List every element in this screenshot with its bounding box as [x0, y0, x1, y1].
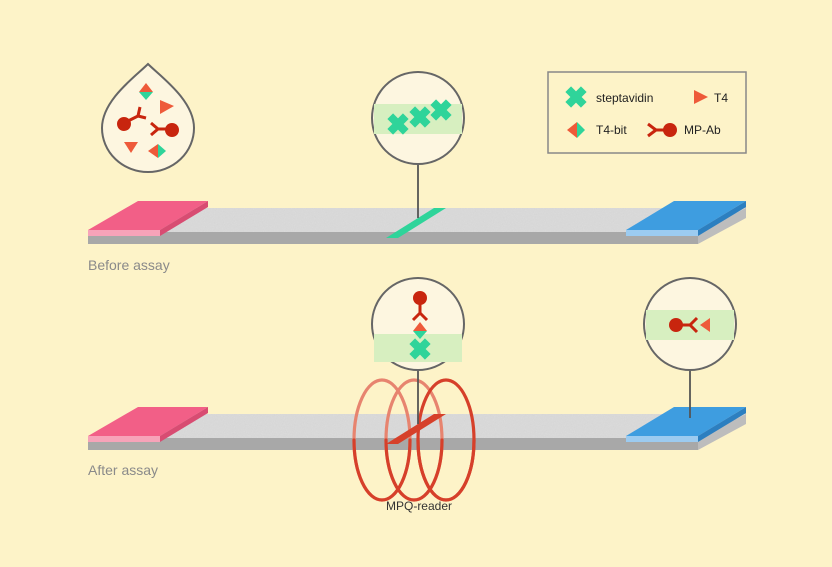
- t4-bit-icon: [413, 322, 427, 339]
- sample-pad-edge: [88, 436, 160, 442]
- t4-triangle-icon: [694, 90, 708, 104]
- legend-label-streptavidin: steptavidin: [596, 91, 653, 105]
- legend-box: [547, 71, 747, 154]
- mpq-reader-coil: MPQ-reader: [352, 378, 476, 522]
- t4-bit-icon: [700, 318, 710, 332]
- after-assay-label: After assay: [88, 462, 158, 478]
- t4-triangle-icon: [124, 142, 138, 153]
- mp-ab-antibody-icon: [150, 121, 179, 137]
- streptavidin-cross-icon: [409, 338, 431, 360]
- streptavidin-cross-icon: [387, 113, 409, 135]
- absorbent-pad-edge: [626, 436, 698, 442]
- mpq-reader-label: MPQ-reader: [386, 499, 452, 513]
- mp-ab-antibody-icon: [669, 316, 699, 334]
- test-line-magnifier-before: [371, 71, 465, 218]
- sample-pad: [88, 201, 208, 230]
- mp-ab-antibody-icon: [117, 106, 147, 131]
- absorbent-pad-edge: [626, 230, 698, 236]
- legend-label-t4-bit: T4-bit: [596, 123, 627, 137]
- before-assay-label: Before assay: [88, 257, 170, 273]
- sample-pad: [88, 407, 208, 436]
- mp-ab-antibody-icon: [647, 122, 677, 138]
- control-line-magnifier: [643, 277, 737, 418]
- sample-pad-edge: [88, 230, 160, 236]
- mp-ab-antibody-icon: [411, 291, 429, 322]
- drop-outline: [100, 62, 196, 173]
- legend-label-t4: T4: [714, 91, 728, 105]
- streptavidin-cross-icon: [409, 106, 431, 128]
- captured-test-line: [386, 414, 446, 444]
- streptavidin-cross-icon: [565, 86, 587, 108]
- legend-label-mp-ab: MP-Ab: [684, 123, 721, 137]
- test-line: [386, 208, 446, 238]
- t4-triangle-icon: [160, 100, 174, 114]
- t4-bit-icon: [567, 122, 585, 138]
- t4-bit-icon: [148, 144, 166, 158]
- legend: steptavidin T4 T4-bit MP-Ab: [547, 71, 747, 154]
- test-line-magnifier-after: [371, 277, 465, 424]
- streptavidin-cross-icon: [430, 99, 452, 121]
- t4-bit-icon: [139, 83, 153, 100]
- absorbent-pad: [626, 407, 746, 436]
- absorbent-pad: [626, 201, 746, 230]
- before-assay-strip: Before assay: [88, 201, 746, 273]
- sample-drop: [100, 62, 196, 173]
